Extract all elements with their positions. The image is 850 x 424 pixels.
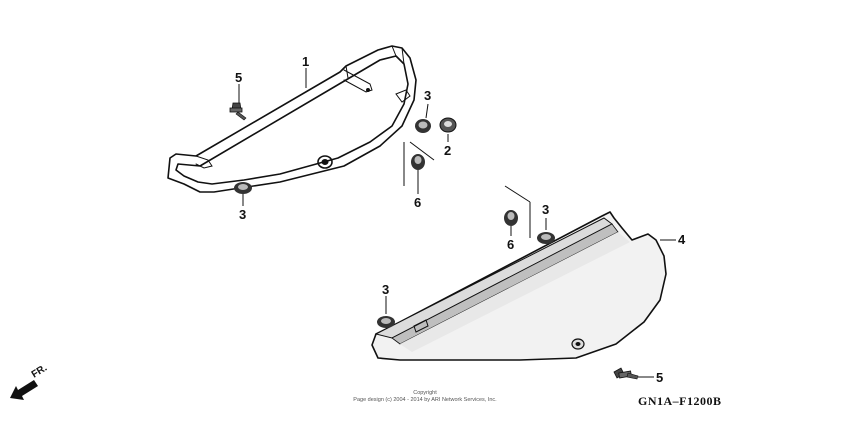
callout-1: 1 <box>302 54 309 69</box>
diagram-code: GN1A–F1200B <box>638 394 722 408</box>
grommet-icon[interactable] <box>537 232 555 244</box>
callout-2: 2 <box>444 143 451 158</box>
callout-3-upper-right: 3 <box>424 88 431 103</box>
part-1-cover[interactable] <box>167 45 417 193</box>
front-label: FR. <box>30 363 50 381</box>
copyright-line-1: Copyright <box>413 390 437 396</box>
callout-5-lower: 5 <box>656 370 663 385</box>
callout-5-upper: 5 <box>235 70 242 85</box>
grommet-icon[interactable] <box>415 119 431 133</box>
bolt-icon[interactable] <box>229 102 247 121</box>
collar-icon[interactable] <box>439 117 457 133</box>
grommet-icon[interactable] <box>504 210 518 226</box>
callout-4: 4 <box>678 232 686 247</box>
front-arrow-icon: FR. <box>10 363 49 400</box>
callout-3-lower-left: 3 <box>382 282 389 297</box>
copyright-line-2: Page design (c) 2004 - 2014 by ARI Netwo… <box>353 397 497 403</box>
callout-6-lower: 6 <box>507 237 514 252</box>
part-4-cover[interactable] <box>371 211 667 361</box>
callout-3-left: 3 <box>239 207 246 222</box>
callout-6-upper: 6 <box>414 195 421 210</box>
leader-lines <box>238 68 676 378</box>
bolt-icon[interactable] <box>613 367 639 380</box>
grommet-icon[interactable] <box>377 316 395 328</box>
callout-3-lower-right: 3 <box>542 202 549 217</box>
grommet-icon[interactable] <box>411 154 425 170</box>
grommet-icon[interactable] <box>234 182 252 194</box>
